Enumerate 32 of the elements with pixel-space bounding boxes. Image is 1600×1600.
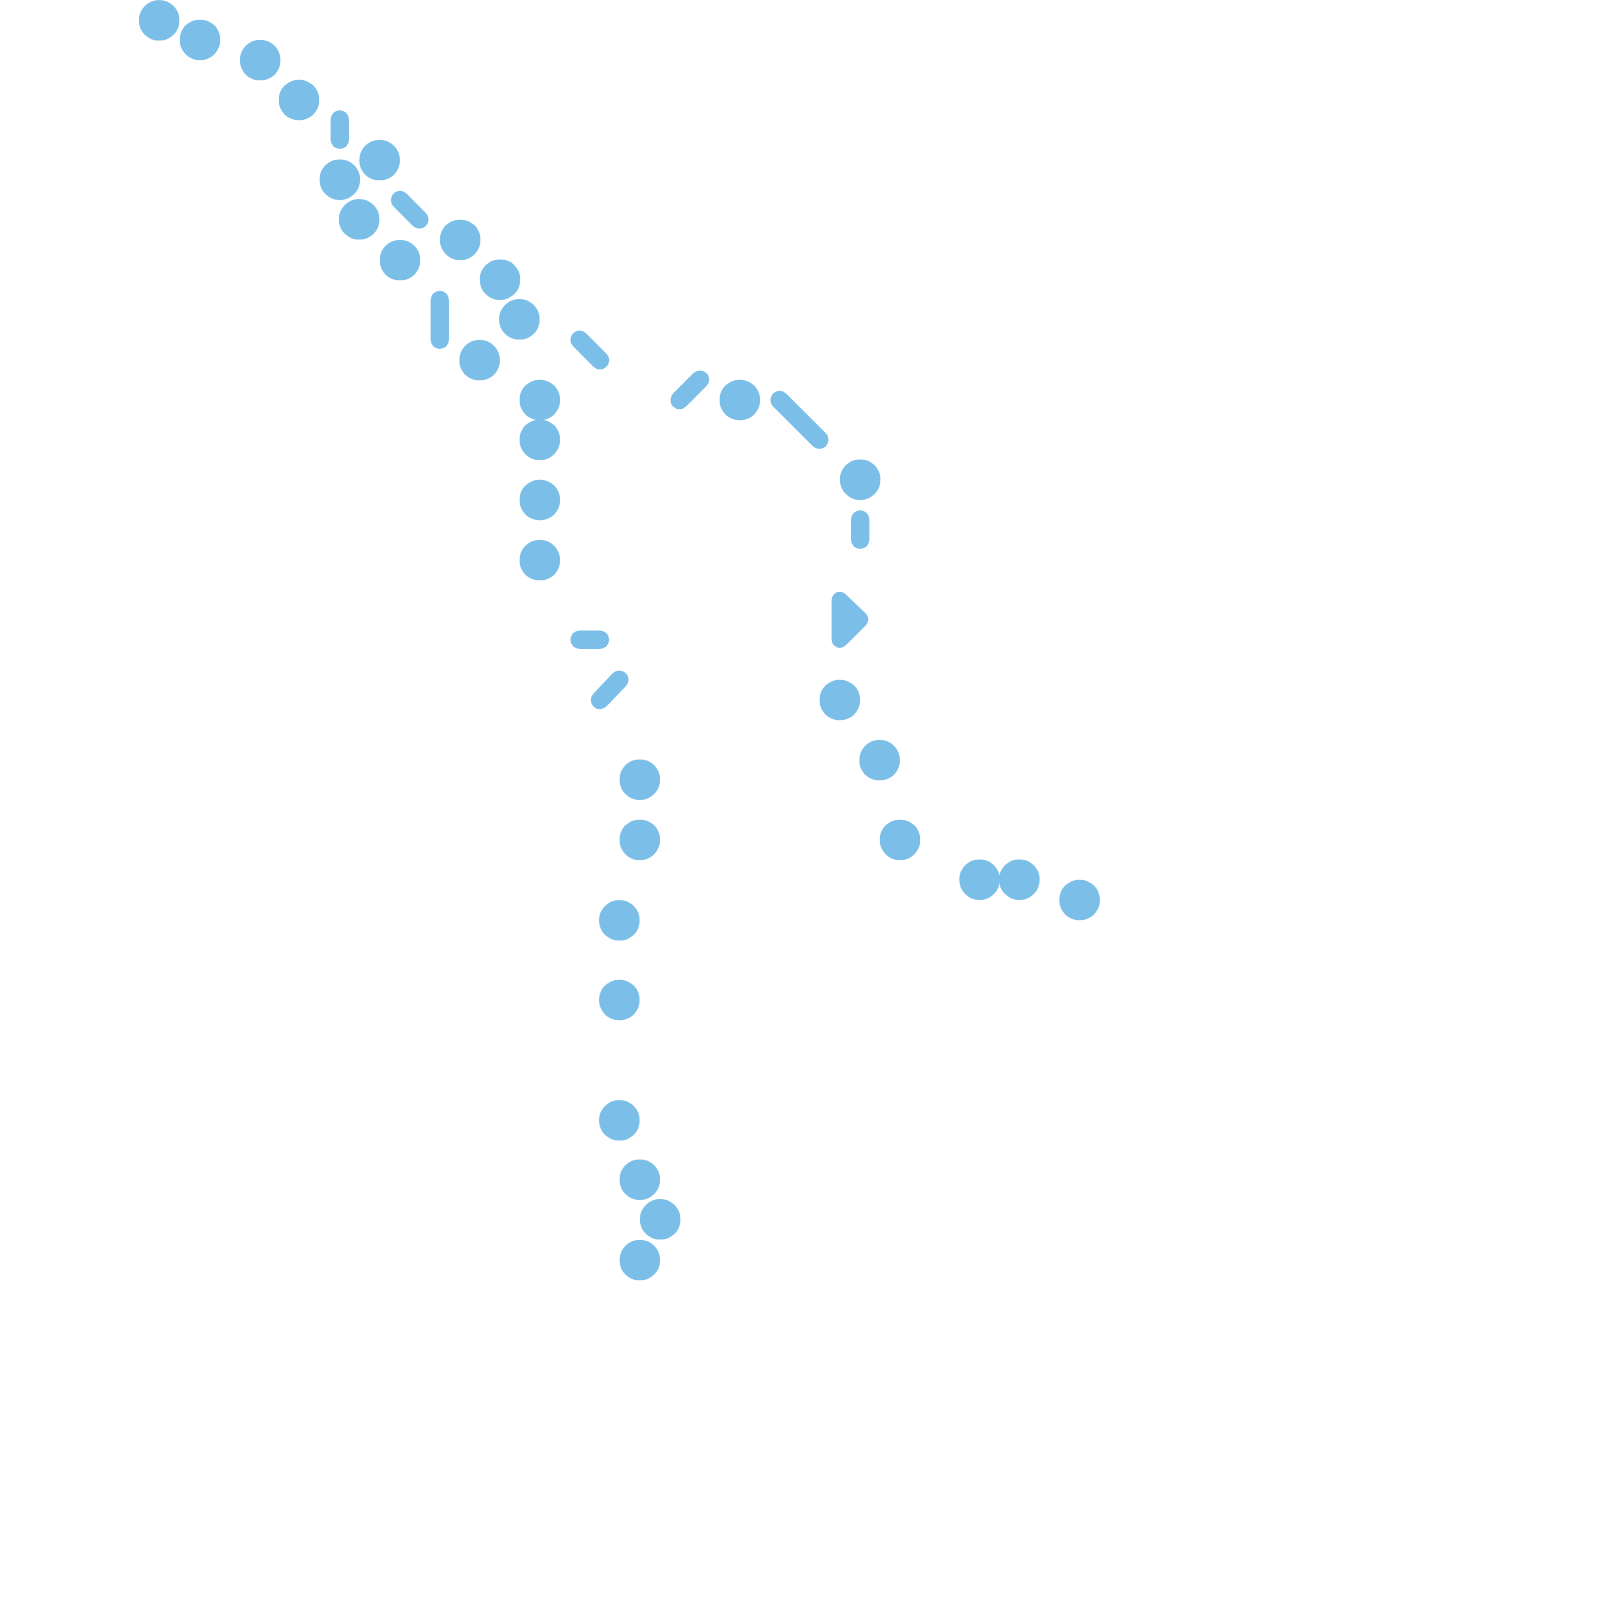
dot bbox=[1059, 879, 1100, 921]
dot bbox=[519, 479, 561, 521]
dot bbox=[239, 39, 281, 81]
dot bbox=[138, 0, 180, 41]
dot bbox=[619, 1159, 661, 1200]
dot bbox=[338, 199, 380, 240]
dot bbox=[879, 819, 921, 861]
dot bbox=[439, 219, 481, 261]
dot bbox=[859, 739, 900, 781]
dot bbox=[519, 379, 561, 421]
dot bbox=[499, 299, 540, 340]
dot bbox=[839, 459, 881, 500]
dot bbox=[459, 339, 500, 381]
dot bbox=[179, 19, 221, 61]
dot bbox=[819, 679, 861, 721]
dot bbox=[639, 1198, 681, 1240]
dot bbox=[479, 259, 521, 300]
dot bbox=[278, 79, 320, 121]
dot bbox=[619, 1239, 661, 1281]
dot bbox=[998, 859, 1040, 900]
dot bbox=[519, 539, 561, 581]
dot bbox=[959, 859, 1000, 900]
dot bbox=[319, 159, 361, 200]
dot bbox=[598, 1100, 640, 1141]
dot bbox=[619, 819, 661, 861]
dot bbox=[379, 239, 421, 281]
dot bbox=[598, 900, 640, 941]
dot bbox=[359, 139, 400, 181]
dot bbox=[719, 379, 761, 421]
dot bbox=[619, 759, 661, 800]
dot bbox=[598, 979, 640, 1021]
dot bbox=[519, 419, 561, 461]
